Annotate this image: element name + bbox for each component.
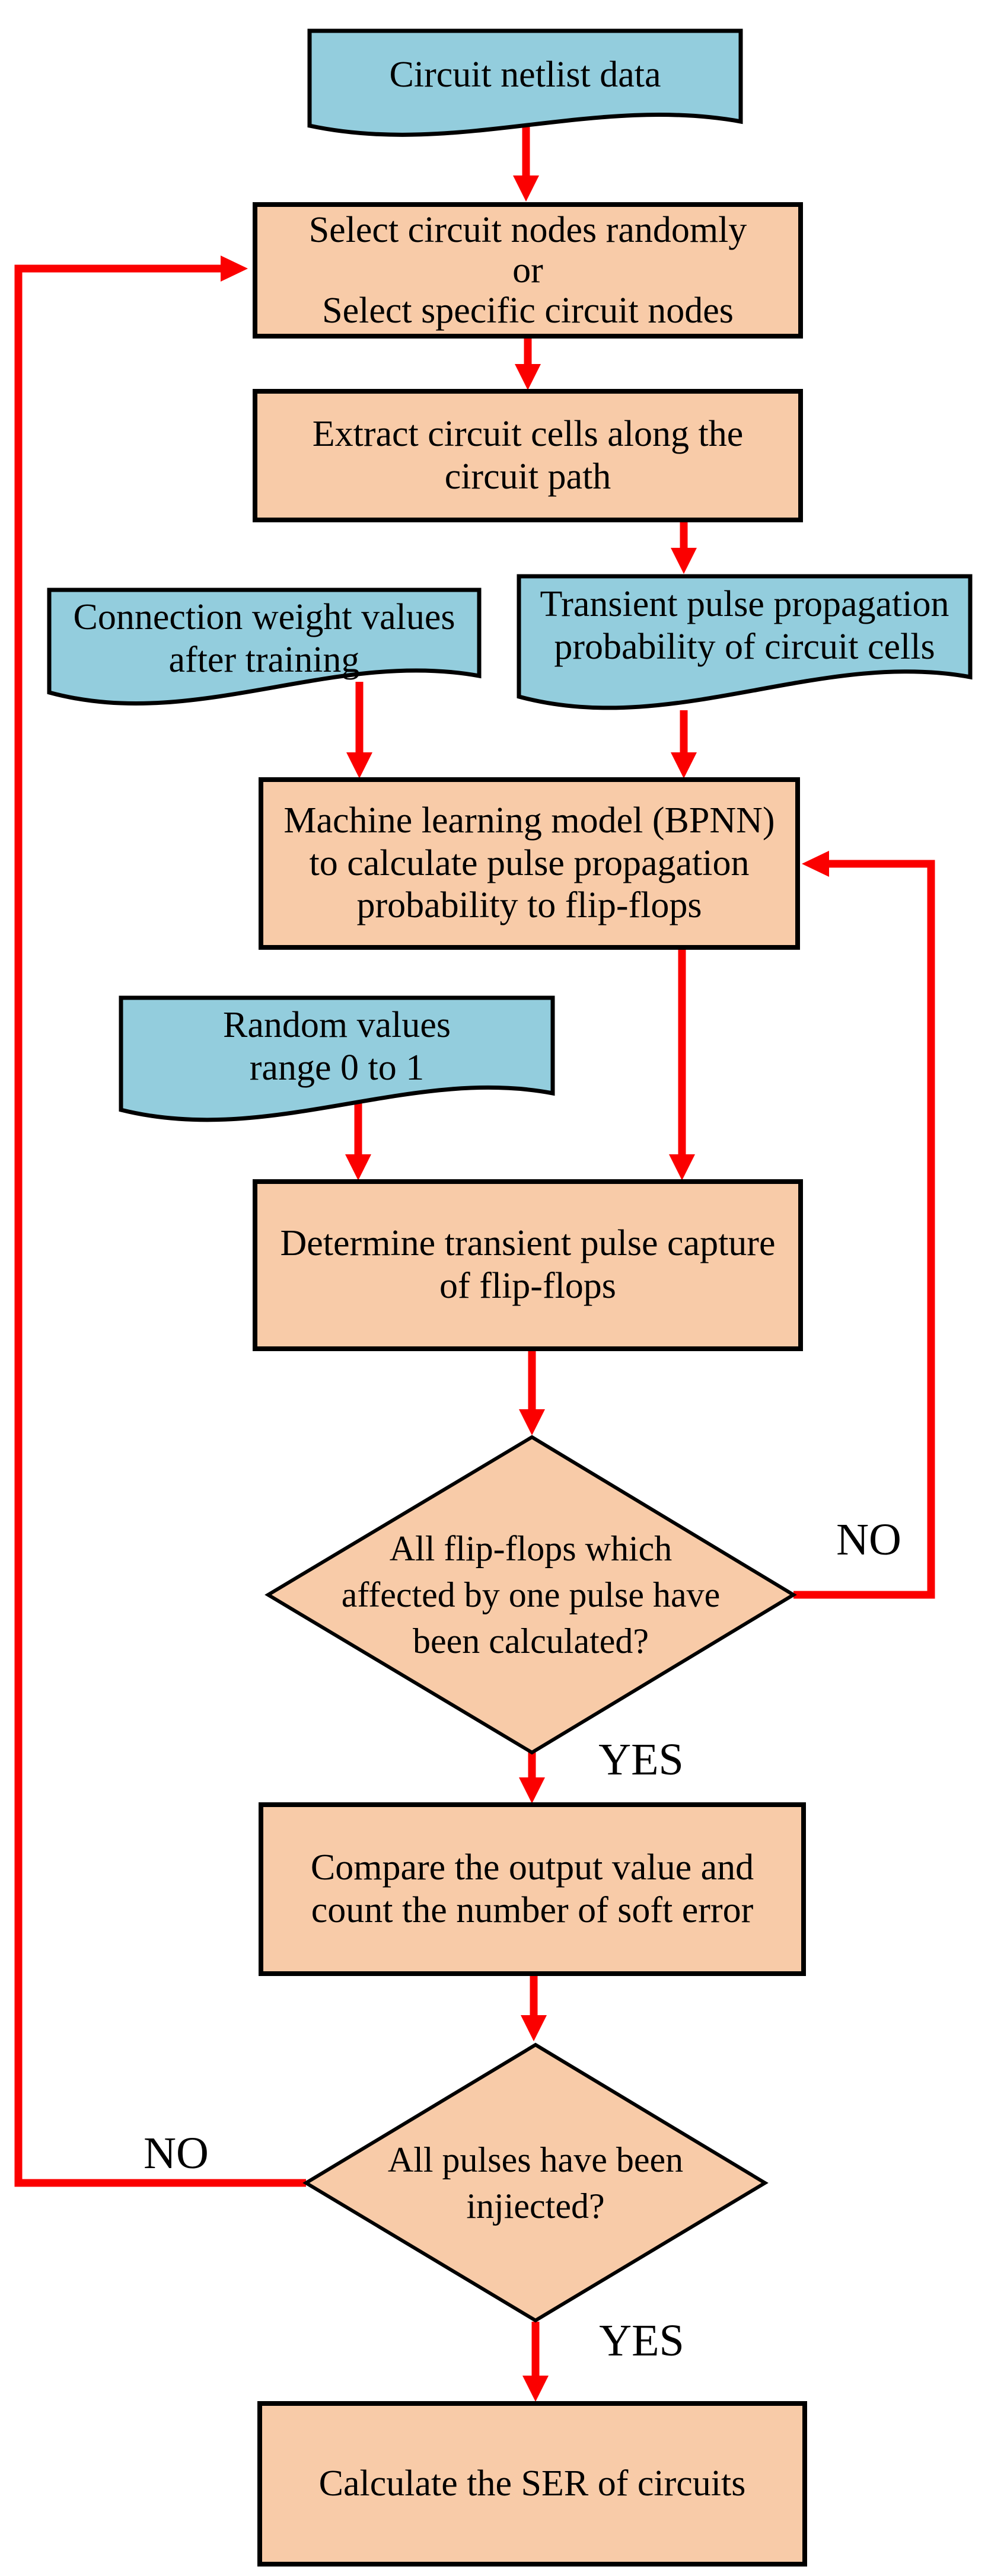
select-label: Select circuit nodes randomly or Select … — [308, 209, 747, 331]
loop-flipflops-no-to-bpnn-head — [802, 851, 829, 877]
loop-pulses-no-to-select-head — [221, 256, 248, 282]
arrow-compare-to-pulses-head — [521, 2015, 547, 2041]
transient-label: Transient pulse propagation probability … — [540, 584, 949, 667]
pulses-decision-label: All pulses have been injiected? — [387, 2140, 684, 2226]
flipflops-decision-diamond — [264, 1435, 797, 1755]
extract-label: Extract circuit cells along the circuit … — [312, 413, 744, 497]
arrow-determine-to-flipflops-head — [519, 1409, 545, 1435]
extract-process-box — [253, 389, 803, 522]
loop-flipflops-no-to-bpnn — [793, 860, 935, 1599]
calculate-process-box — [257, 2401, 807, 2567]
flipflops-decision-label: All flip-flops which affected by one pul… — [341, 1529, 721, 1661]
arrow-weights-to-bpnn-head — [346, 752, 372, 778]
yes-label-pulses: YES — [599, 2316, 684, 2366]
loop-pulses-no-to-select — [14, 264, 306, 2187]
compare-process-box — [259, 1802, 806, 1976]
arrow-transient-to-bpnn-head — [671, 752, 697, 778]
weights-data-shape — [47, 588, 482, 706]
yes-label-flipflops: YES — [598, 1735, 684, 1785]
netlist-label: Circuit netlist data — [389, 55, 661, 95]
arrow-netlist-to-select-head — [513, 175, 539, 202]
arrow-pulses-yes-to-calculate-head — [522, 2376, 549, 2402]
calculate-label: Calculate the SER of circuits — [318, 2463, 746, 2504]
determine-process-box — [253, 1179, 803, 1351]
transient-data-shape — [517, 574, 973, 710]
random-data-shape — [119, 995, 555, 1122]
pulses-decision-diamond — [302, 2042, 769, 2323]
select-process-box — [253, 202, 803, 339]
arrow-random-to-determine-head — [345, 1154, 371, 1180]
arrow-bpnn-to-determine-head — [669, 1154, 695, 1180]
arrow-flipflops-yes-to-compare-head — [519, 1777, 545, 1803]
arrow-extract-to-transient-head — [671, 548, 697, 574]
bpnn-label: Machine learning model (BPNN) to calcula… — [283, 800, 775, 926]
determine-label: Determine transient pulse capture of fli… — [280, 1223, 776, 1306]
weights-label: Connection weight values after training — [73, 596, 455, 680]
random-label: Random values range 0 to 1 — [223, 1004, 451, 1088]
compare-label: Compare the output value and count the n… — [310, 1847, 754, 1930]
netlist-data-shape — [307, 28, 743, 137]
arrow-select-to-extract-head — [515, 364, 541, 390]
no-label-pulses: NO — [144, 2128, 209, 2178]
bpnn-process-box — [259, 777, 800, 950]
no-label-flipflops: NO — [836, 1515, 901, 1565]
